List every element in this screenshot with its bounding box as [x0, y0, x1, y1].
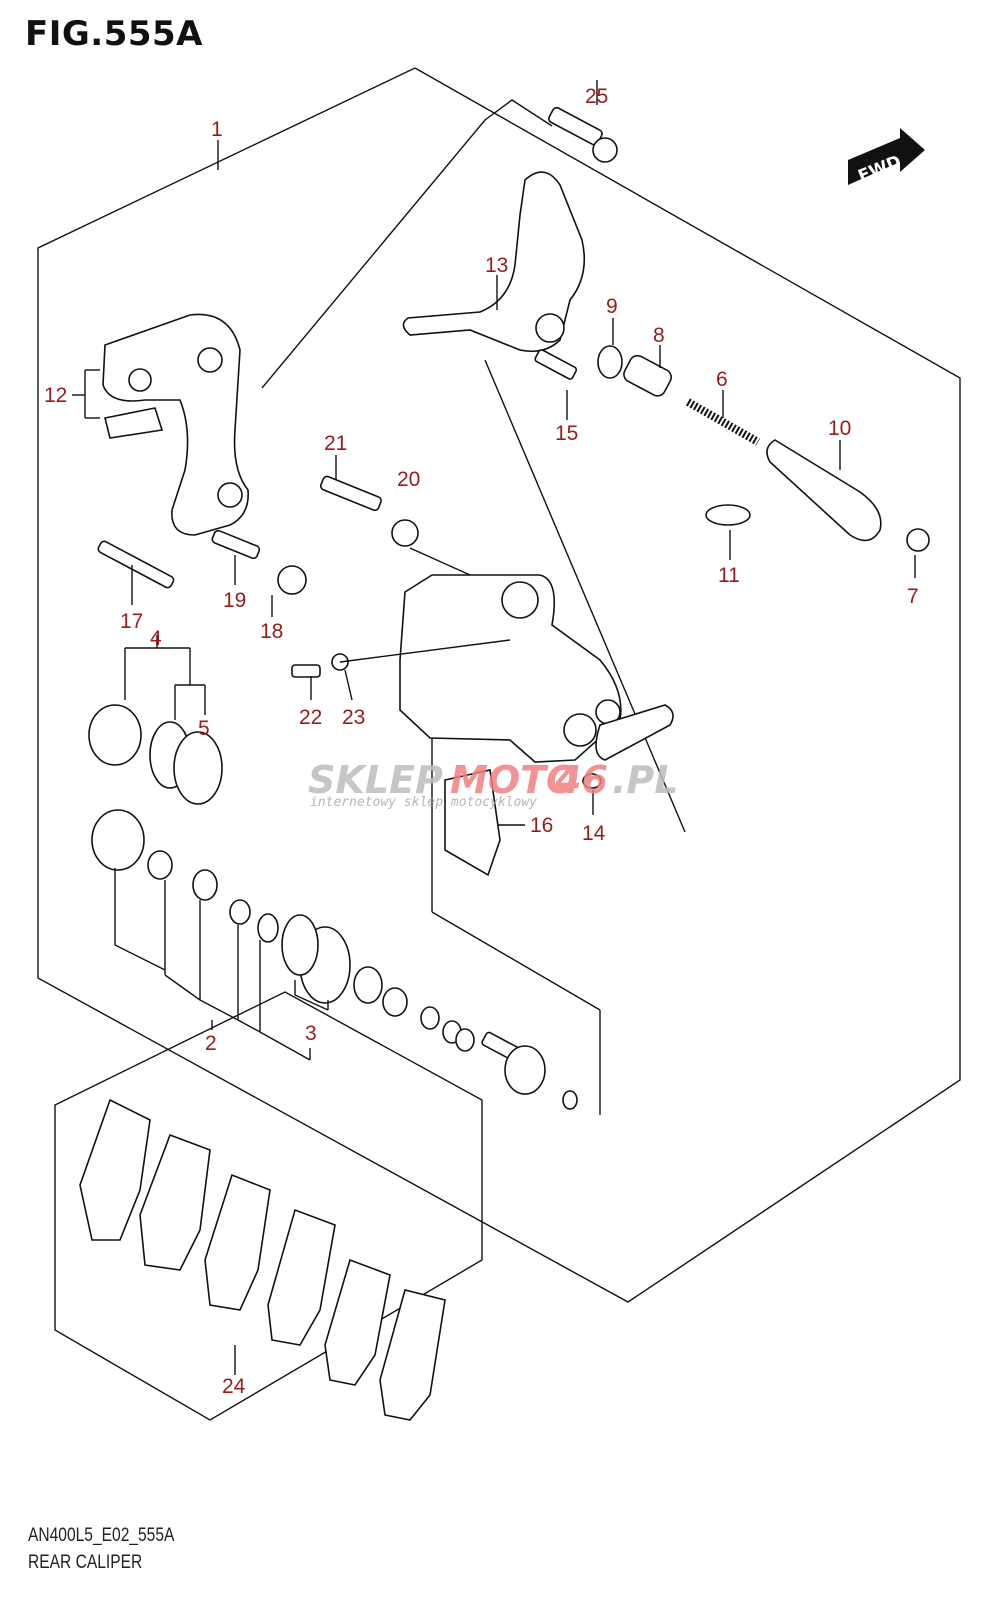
part-seal-3b: [281, 914, 319, 976]
figure-name: REAR CALIPER: [28, 1552, 143, 1573]
part-oring-9: [597, 345, 623, 379]
leader-line: [484, 359, 686, 833]
callout-19: 19: [223, 589, 246, 612]
part-plate-14: [595, 704, 674, 761]
part-spring-16: [444, 769, 501, 877]
part-brake-pads-24: [79, 1098, 446, 1421]
watermark-brand-part2: MOTO: [450, 758, 578, 802]
callout-2: 2: [205, 1032, 217, 1055]
part-bolt-15: [534, 349, 578, 380]
callout-17: 17: [120, 610, 143, 633]
fwd-arrow-icon: FWD: [848, 128, 925, 187]
callout-12: 12: [44, 384, 67, 407]
callout-25: 25: [585, 85, 608, 108]
part-spring-6: [686, 398, 760, 446]
part-seal-5: [173, 731, 223, 805]
bracket-hole: [535, 313, 565, 343]
part-pad-spring-12: [104, 407, 164, 439]
part-adjuster-chain: [147, 850, 578, 1110]
callout-1: 1: [211, 118, 223, 141]
callout-14: 14: [582, 822, 606, 845]
callout-11: 11: [718, 564, 740, 587]
callout-13: 13: [485, 254, 508, 277]
part-bleeder-22: [291, 664, 321, 678]
callout-24: 24: [222, 1375, 246, 1398]
callout-20: 20: [397, 468, 420, 491]
bracket-outline: [261, 99, 553, 389]
part-pin-21: [319, 475, 382, 512]
leader-lines: [72, 80, 916, 1375]
callout-4: 4: [150, 627, 162, 650]
part-bracket-13: [402, 171, 586, 353]
pad-set-outline: [54, 991, 483, 1421]
watermark-tagline: internetowy sklep motocyklowy: [310, 795, 537, 810]
part-pin-19: [211, 529, 261, 560]
part-piston-4: [88, 704, 142, 766]
callout-16: 16: [530, 814, 553, 837]
callout-8: 8: [653, 324, 665, 347]
callout-18: 18: [260, 620, 283, 643]
part-spring-11: [705, 504, 751, 526]
figure-title: FIG.555A: [25, 14, 203, 54]
watermark-brand-part3: 46: [554, 758, 608, 802]
part-nut-7: [906, 528, 930, 552]
part-boot-20: [391, 519, 419, 547]
callout-9: 9: [606, 295, 618, 318]
callout-5: 5: [198, 717, 210, 740]
callout-21: 21: [324, 432, 347, 455]
figure-code: AN400L5_E02_555A: [28, 1525, 175, 1546]
leader-line: [431, 911, 601, 1011]
watermark: SKLEP MOTO 46 .PL internetowy sklep moto…: [308, 758, 679, 810]
assembly-outline: [37, 67, 961, 1303]
part-washer-14: [582, 773, 602, 789]
callout-6: 6: [716, 368, 728, 391]
part-caliper-body: [399, 574, 622, 763]
callout-3: 3: [305, 1022, 317, 1045]
callout-7: 7: [907, 585, 919, 608]
part-pin-17: [97, 540, 175, 589]
callout-labels: 1 2 3 4 5 6 7 8 9 10 11 12 13 14 15 16 1…: [44, 85, 919, 1398]
watermark-brand-part4: .PL: [612, 758, 679, 802]
part-bolt-25: [548, 106, 618, 163]
part-shaft-10: [766, 439, 882, 542]
callout-22: 22: [299, 706, 322, 729]
part-sleeve-8: [623, 354, 672, 397]
part-piston-2: [91, 809, 145, 871]
watermark-brand-part1: SKLEP: [308, 758, 443, 802]
callout-23: 23: [342, 706, 365, 729]
callout-10: 10: [828, 417, 851, 440]
callout-15: 15: [555, 422, 578, 445]
part-boot-18: [277, 565, 307, 595]
